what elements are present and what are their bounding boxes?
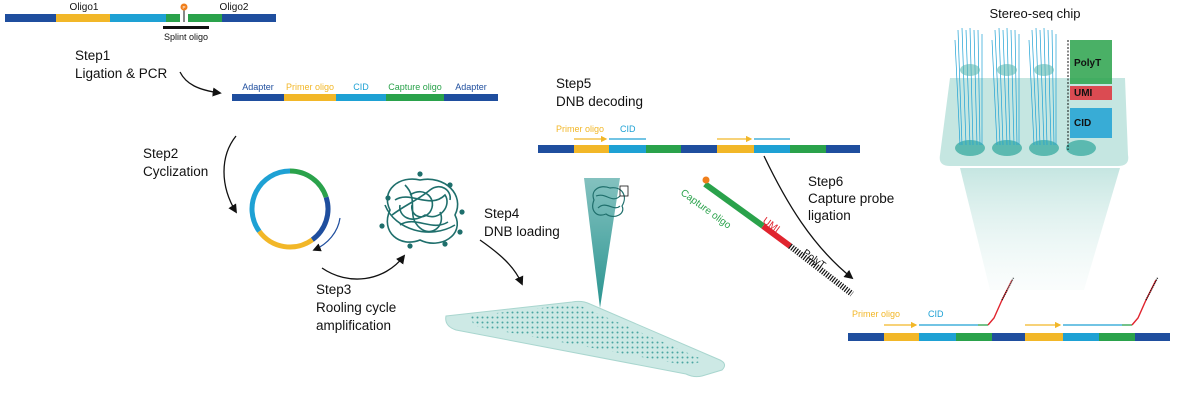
- dnb-small-icon: [592, 186, 625, 218]
- phosphate-icon: P: [180, 3, 188, 11]
- phosphate-label: P: [182, 5, 185, 10]
- step5-title: Step5: [556, 76, 591, 91]
- oligo1-label: Oligo1: [70, 2, 99, 13]
- step5-desc: DNB decoding: [556, 94, 643, 109]
- bottom-strand: [848, 333, 1170, 341]
- step3-arrow: [321, 254, 406, 280]
- chip-cid-block: [1070, 108, 1112, 138]
- circular-dna: [249, 168, 331, 250]
- construct-adapter-right-label: Adapter: [455, 82, 487, 92]
- construct-capture-label: Capture oligo: [388, 82, 442, 92]
- oligo2-label: Oligo2: [220, 2, 249, 13]
- splint-oligo-label: Splint oligo: [164, 32, 208, 42]
- rotation-arrow: [312, 217, 341, 252]
- step6-title: Step6: [808, 174, 843, 189]
- chip-polyt-block: [1070, 40, 1112, 84]
- zoom-box: [619, 185, 629, 197]
- chip-probe-brushes: [954, 27, 1057, 146]
- step2-arrow: [223, 135, 237, 214]
- step1-title: Step1: [75, 48, 110, 63]
- bottom-polyt-2: [1145, 276, 1159, 301]
- chip-umi-label: UMI: [1074, 88, 1093, 99]
- construct-primer-label: Primer oligo: [286, 82, 334, 92]
- decoding-strand: [538, 145, 860, 153]
- step3-title: Step3: [316, 282, 351, 297]
- step6-arrow: [763, 155, 854, 280]
- capture-probe: [703, 181, 854, 297]
- step4-arrow: [479, 239, 524, 286]
- bottom-cid-label: CID: [928, 309, 944, 319]
- pcr-construct-strand: [232, 94, 498, 101]
- bottom-umi-2: [1131, 279, 1157, 326]
- dnb-ball-icon: [379, 171, 465, 249]
- decode-primer-label: Primer oligo: [556, 124, 604, 134]
- step6-line2: ligation: [808, 208, 851, 223]
- step4-title: Step4: [484, 206, 520, 221]
- step2-title: Step2: [143, 146, 178, 161]
- chip-beam: [960, 168, 1120, 290]
- oligo-ligation-strand: [5, 10, 276, 29]
- chip-title: Stereo-seq chip: [989, 6, 1080, 21]
- construct-cid-label: CID: [353, 82, 369, 92]
- chip-polyt-label: PolyT: [1074, 58, 1101, 69]
- construct-adapter-left-label: Adapter: [242, 82, 274, 92]
- step3-line2: amplification: [316, 318, 391, 333]
- bottom-primer-label: Primer oligo: [852, 309, 900, 319]
- step1-arrow: [179, 71, 222, 97]
- chip-umi-block: [1070, 86, 1112, 100]
- step6-line1: Capture probe: [808, 191, 894, 206]
- step1-desc: Ligation & PCR: [75, 66, 168, 81]
- step4-desc: DNB loading: [484, 224, 560, 239]
- decoding-beam: [584, 178, 620, 308]
- phosphate-icon: [702, 176, 710, 184]
- probe-capture-label: Capture oligo: [678, 188, 733, 232]
- step3-line1: Rooling cycle: [316, 300, 396, 315]
- decode-cid-label: CID: [620, 124, 636, 134]
- chip-cid-label: CID: [1074, 118, 1091, 129]
- flow-cell-chip: [445, 300, 726, 378]
- step2-desc: Cyclization: [143, 164, 208, 179]
